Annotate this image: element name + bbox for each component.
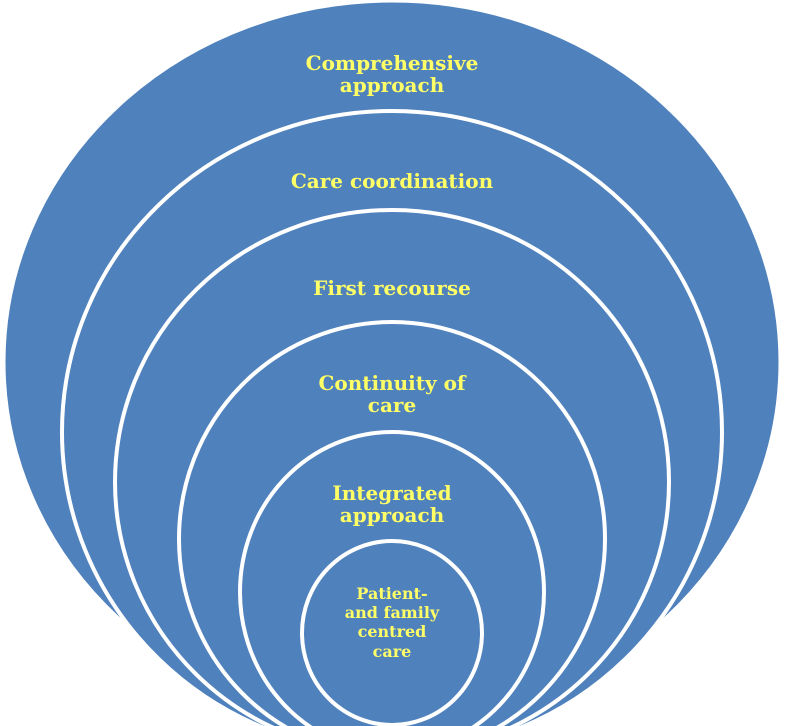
circle-patient-family-centred-care: [300, 539, 484, 726]
label-first-recourse: First recourse: [313, 276, 471, 300]
label-integrated-approach: Integrated approach: [332, 481, 452, 528]
label-continuity-of-care: Continuity of care: [318, 371, 466, 418]
label-comprehensive-approach: Comprehensive approach: [305, 51, 479, 98]
label-patient-family-centred-care: Patient- and family centred care: [344, 584, 440, 661]
label-care-coordination: Care coordination: [290, 169, 494, 193]
